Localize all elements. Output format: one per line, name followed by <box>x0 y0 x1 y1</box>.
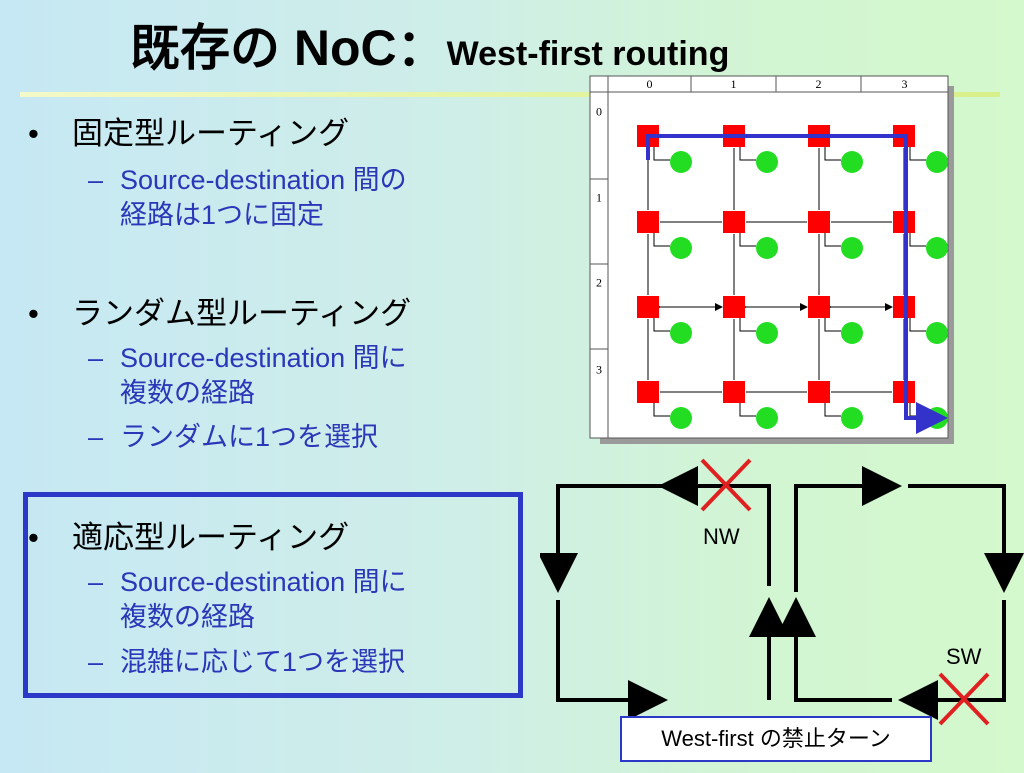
core-node <box>841 322 863 344</box>
core-link <box>739 402 756 417</box>
bullet-adaptive-routing: • 適応型ルーティング <box>28 512 349 557</box>
west-first-route-path <box>646 134 948 434</box>
title-underline <box>20 92 1000 97</box>
core-node <box>670 322 692 344</box>
grid-column-label: 1 <box>731 77 737 91</box>
turn-arrow <box>898 600 1006 720</box>
core-link <box>909 317 926 332</box>
sub-dash: – <box>88 343 104 373</box>
router-node <box>637 296 659 318</box>
sub-bullet: – ランダムに1つを選択 <box>88 420 508 455</box>
sub-dash: – <box>88 647 104 677</box>
sub-bullet: – Source-destination 間に 複数の経路 <box>88 565 508 635</box>
grid-column-label: 2 <box>816 77 822 91</box>
router-node <box>808 211 830 233</box>
core-link <box>739 232 756 247</box>
core-node <box>756 151 778 173</box>
bullet-label: 固定型ルーティング <box>72 116 350 151</box>
turn-model-diagram <box>538 452 1024 768</box>
turn-arrow <box>556 600 668 720</box>
sub-line: Source-destination 間の <box>120 165 407 195</box>
core-node <box>756 237 778 259</box>
core-node <box>841 407 863 429</box>
core-link <box>653 146 670 161</box>
bullet-dot: • <box>28 296 39 331</box>
sub-line: 複数の経路 <box>120 602 255 632</box>
core-node <box>670 407 692 429</box>
bullet-random-routing: • ランダム型ルーティング <box>28 288 411 333</box>
title-main: 既存の NoC： <box>130 20 447 76</box>
router-node <box>723 296 745 318</box>
core-node <box>926 322 948 344</box>
core-link <box>739 146 756 161</box>
core-link <box>739 317 756 332</box>
core-link <box>653 317 670 332</box>
core-link <box>824 402 841 417</box>
core-link <box>824 232 841 247</box>
core-node <box>926 237 948 259</box>
core-node <box>926 151 948 173</box>
turn-arrow <box>538 484 668 593</box>
core-node <box>670 151 692 173</box>
turn-arrow <box>776 597 892 702</box>
turn-arrow <box>794 466 902 592</box>
grid-column-label: 3 <box>902 77 908 91</box>
router-node <box>637 381 659 403</box>
nw-label: NW <box>703 524 740 549</box>
grid-row-label: 1 <box>596 191 602 205</box>
sub-line: 混雑に応じて1つを選択 <box>120 647 406 677</box>
sub-bullet: – Source-destination 間に 複数の経路 <box>88 341 508 411</box>
row-header-bar <box>589 75 609 439</box>
sw-label: SW <box>946 644 982 669</box>
sub-line: 複数の経路 <box>120 378 255 408</box>
sub-dash: – <box>88 165 104 195</box>
sub-dash: – <box>88 567 104 597</box>
sub-bullet: – 混雑に応じて1つを選択 <box>88 645 508 680</box>
core-node <box>756 407 778 429</box>
sub-bullet: – Source-destination 間の 経路は1つに固定 <box>88 163 508 233</box>
turn-arrow <box>658 466 771 586</box>
title-sub: West-first routing <box>446 35 730 73</box>
grid-row-label: 0 <box>596 105 602 119</box>
slide-title: 既存の NoC：West-first routing <box>130 8 729 80</box>
router-node <box>723 211 745 233</box>
grid-row-label: 2 <box>596 276 602 290</box>
core-node <box>841 151 863 173</box>
sub-line: Source-destination 間に <box>120 343 407 373</box>
core-node <box>841 237 863 259</box>
grid-column-label: 0 <box>647 77 653 91</box>
bullet-label: ランダム型ルーティング <box>72 296 412 331</box>
router-node <box>723 381 745 403</box>
bullet-label: 適応型ルーティング <box>72 520 350 555</box>
forbidden-turns-caption: West-first の禁止ターン <box>620 716 932 762</box>
turn-arrow <box>908 484 1024 593</box>
core-link <box>653 232 670 247</box>
core-link <box>824 317 841 332</box>
core-link <box>824 146 841 161</box>
forbidden-cross-nw <box>700 458 752 512</box>
sub-line: 経路は1つに固定 <box>120 200 325 230</box>
core-link <box>909 232 926 247</box>
router-node <box>637 211 659 233</box>
sub-dash: – <box>88 422 104 452</box>
sub-line: ランダムに1つを選択 <box>120 422 379 452</box>
bullet-dot: • <box>28 116 39 151</box>
core-node <box>670 237 692 259</box>
forbidden-cross-sw <box>938 672 990 726</box>
sub-line: Source-destination 間に <box>120 567 407 597</box>
grid-row-label: 3 <box>596 363 602 377</box>
core-link <box>909 146 926 161</box>
adaptive-routing-highlight <box>23 492 523 698</box>
mesh-noc-diagram: 0 1 2 3 0 1 2 3 <box>588 74 958 448</box>
bullet-dot: • <box>28 520 39 555</box>
bullet-fixed-routing: • 固定型ルーティング <box>28 108 349 153</box>
core-link <box>653 402 670 417</box>
router-node <box>808 296 830 318</box>
core-node <box>756 322 778 344</box>
column-header-bar <box>589 75 949 93</box>
router-node <box>808 381 830 403</box>
